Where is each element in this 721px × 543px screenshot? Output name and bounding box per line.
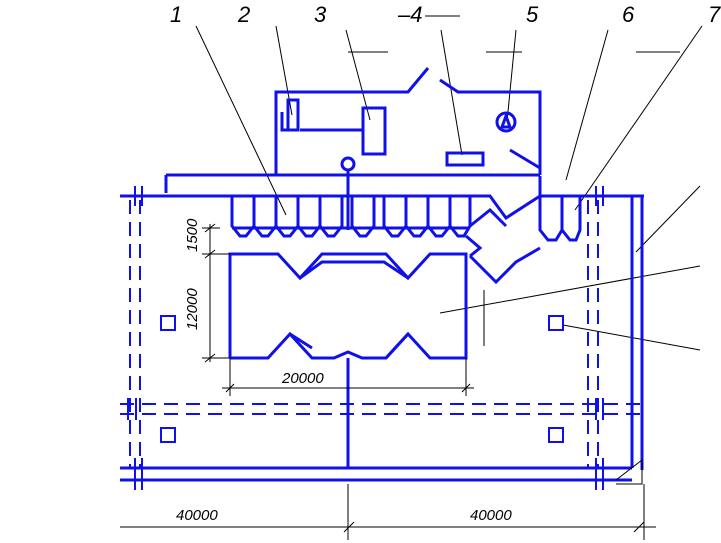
transfer-gallery	[465, 176, 582, 285]
callout-3: 3	[314, 2, 327, 27]
dim-1500: 1500	[184, 218, 201, 252]
callout-2: 2	[237, 2, 250, 27]
equipment-4	[445, 151, 485, 167]
dim-40000-right: 40000	[470, 507, 512, 524]
columns	[160, 315, 564, 443]
equipment-2	[286, 98, 300, 132]
leader-lines	[195, 25, 703, 351]
callout-1: 1	[170, 2, 182, 27]
valve-icon	[340, 156, 356, 172]
dim-12000: 12000	[184, 288, 201, 330]
equipment-3	[361, 106, 387, 156]
main-section	[228, 252, 485, 468]
dim-40000-left: 40000	[176, 507, 218, 524]
hopper-row	[230, 194, 472, 238]
callout-4: –4	[397, 2, 422, 27]
dim-20000: 20000	[281, 370, 324, 387]
callout-strokes	[348, 15, 680, 53]
callout-5: 5	[526, 2, 539, 27]
axis-lines	[120, 200, 648, 468]
callout-7: 7	[708, 2, 721, 27]
outer-walls	[120, 186, 644, 490]
service-block	[164, 67, 542, 230]
callout-6: 6	[622, 2, 635, 27]
dimension-lines	[120, 223, 656, 540]
